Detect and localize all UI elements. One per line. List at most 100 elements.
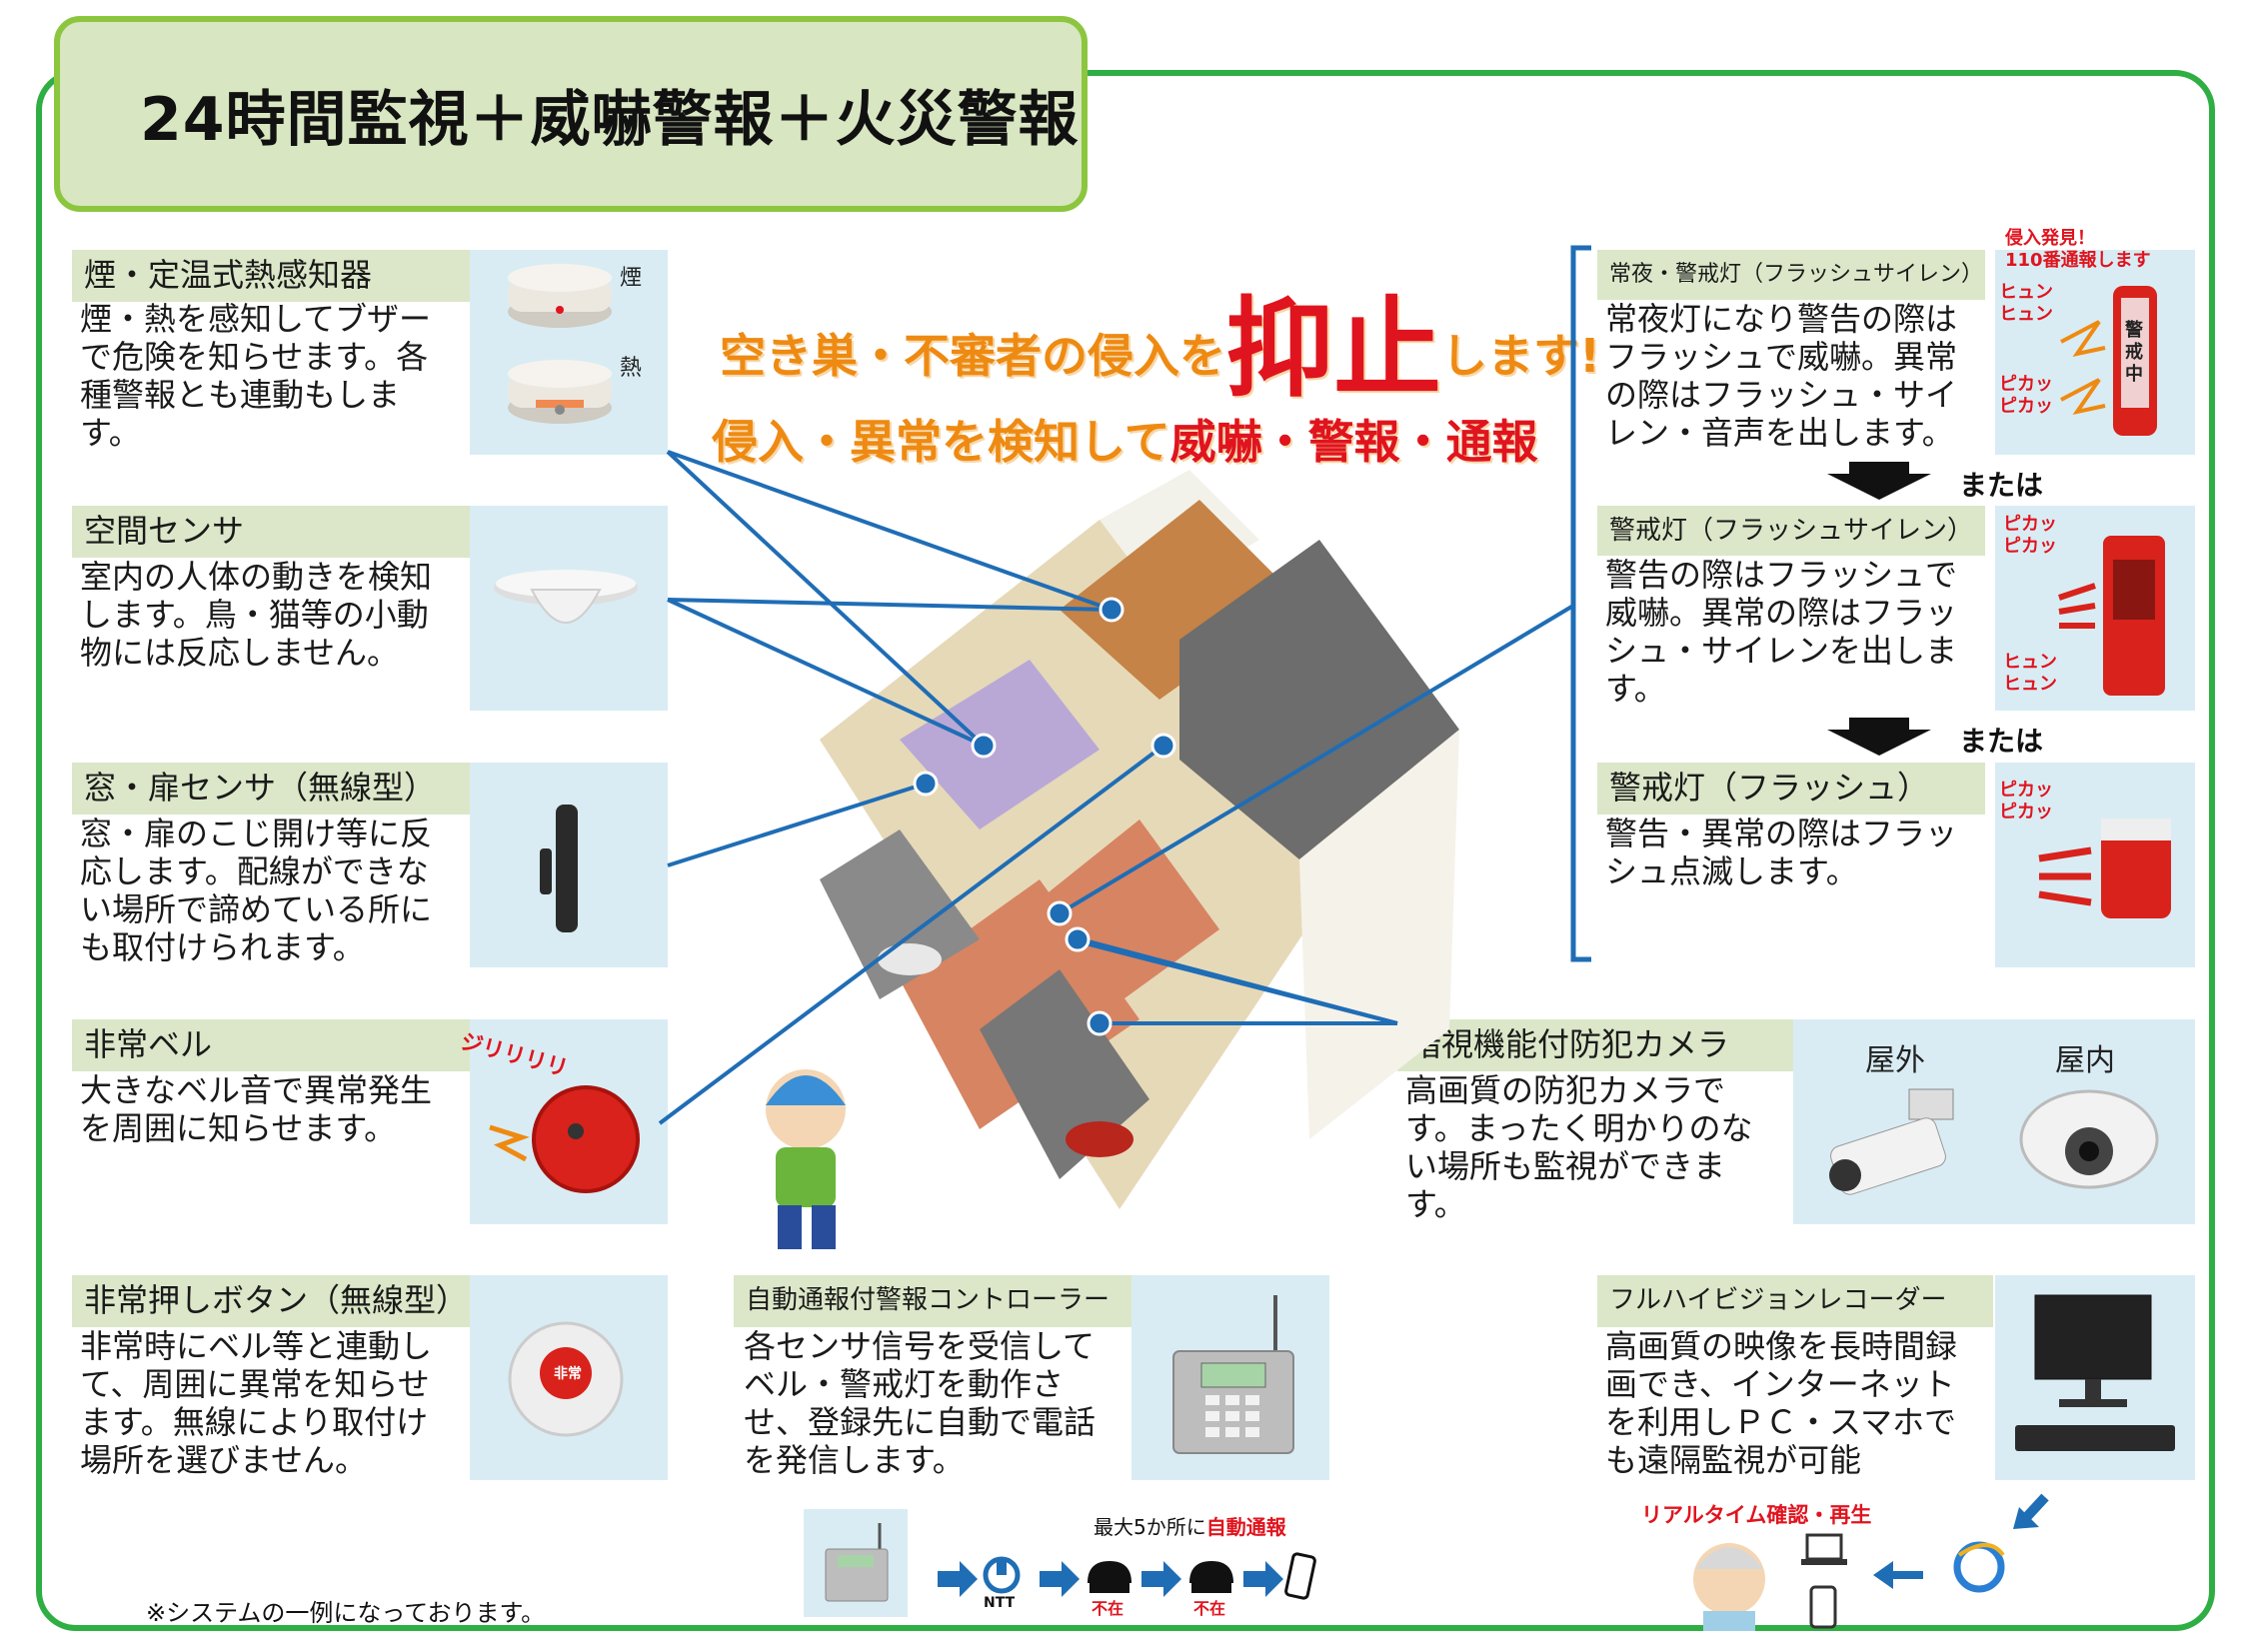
text-line: ます。無線により取付け <box>80 1403 429 1441</box>
flash-siren-sfx-b: ヒュン ヒュン <box>2003 652 2057 696</box>
text-line: 威嚇。異常の際はフラッ <box>1605 594 1958 632</box>
door-sensor-icon <box>540 805 578 932</box>
notify-caption-pre: 最大5か所に <box>1094 1515 1206 1539</box>
flash-light-label: 警戒灯（フラッシュ） <box>1597 763 1985 815</box>
night-light-label: 常夜・警戒灯（フラッシュサイレン） <box>1597 250 1985 300</box>
text-line: 窓・扉のこじ開け等に反 <box>80 815 433 852</box>
tagline-deter-post: します! <box>1441 329 1600 383</box>
text-line: 警告の際はフラッシュで <box>1605 556 1958 594</box>
text-line: シュ点滅します。 <box>1605 852 1858 890</box>
sfx-line: ピカッ <box>1999 802 2053 823</box>
flash-siren-image <box>1995 506 2195 711</box>
text-line: す。まったく明かりのな <box>1405 1109 1753 1147</box>
emergency-bell-text: 大きなベル音で異常発生 を周囲に知らせます。 <box>80 1071 520 1147</box>
heat-tag: 熱 <box>620 356 643 381</box>
text-line: す。 <box>80 414 141 452</box>
text-line: 各センサ信号を受信して <box>744 1327 1096 1365</box>
text-line: 物には反応しません。 <box>80 634 400 672</box>
absent-label-2: 不在 <box>1193 1599 1226 1618</box>
flash-siren-label: 警戒灯（フラッシュサイレン） <box>1597 506 1985 556</box>
footnote: ※システムの一例になっております。 <box>146 1599 546 1627</box>
tagline-detect: 侵入・異常を検知して威嚇・警報・通報 <box>712 406 1538 472</box>
window-sensor-label: 窓・扉センサ（無線型） <box>72 763 508 815</box>
space-sensor-label: 空間センサ <box>72 506 508 558</box>
panic-button-image: 非常 <box>470 1275 668 1480</box>
text-line: を周囲に知らせます。 <box>80 1109 397 1147</box>
camera-text: 高画質の防犯カメラで す。まったく明かりのな い場所も監視ができま す。 <box>1405 1071 1805 1223</box>
or-label-2: または <box>1959 725 2044 758</box>
text-line: ベル・警戒灯を動作さ <box>744 1365 1065 1403</box>
warning-light-tube-icon <box>2060 286 2157 436</box>
panic-button-text: 非常時にベル等と連動し て、周囲に異常を知らせ ます。無線により取付け 場所を選… <box>80 1327 520 1479</box>
security-camera-icon <box>1829 1088 2159 1195</box>
text-line: す。 <box>1605 670 1666 708</box>
tagline-deter: 空き巣・不審者の侵入を抑止します! <box>720 262 1600 418</box>
flash-light-sfx: ピカッ ピカッ <box>1999 780 2053 824</box>
smoke-detector-icon <box>508 264 612 424</box>
tagline-deter-pre: 空き巣・不審者の侵入を <box>720 329 1225 383</box>
emergency-bell-label: 非常ベル <box>72 1019 508 1071</box>
text-line: 高画質の防犯カメラで <box>1405 1071 1726 1109</box>
text-line: 警告・異常の際はフラッ <box>1605 815 1958 852</box>
night-light-sfx-top: 侵入発見！ 110番通報します <box>2005 228 2151 272</box>
emergency-bell-image: ジリリリリ <box>458 1019 668 1224</box>
tagline-detect-pre: 侵入・異常を検知して <box>712 415 1170 469</box>
siren-light-icon <box>2058 536 2165 696</box>
tagline-deter-big: 抑止 <box>1225 287 1442 412</box>
sfx-line: ピカッ <box>1999 780 2053 801</box>
space-sensor-text: 室内の人体の動きを検知 します。鳥・猫等の小動 物には反応しません。 <box>80 558 520 672</box>
text-line: 種警報とも連動もしま <box>80 376 401 414</box>
text-line: を発信します。 <box>744 1441 965 1479</box>
controller-small-icon <box>825 1523 889 1602</box>
text-line: い場所で諦めている所に <box>80 890 433 928</box>
controller-icon <box>1172 1295 1294 1454</box>
sfx-line: 侵入発見！ <box>2005 228 2095 249</box>
realtime-label: リアルタイム確認・再生 <box>1641 1503 1872 1527</box>
text-line: 大きなベル音で異常発生 <box>80 1071 433 1109</box>
text-line: も遠隔監視が可能 <box>1605 1441 1862 1479</box>
panic-button-label: 非常押しボタン（無線型） <box>72 1275 508 1327</box>
controller-label: 自動通報付警報コントローラー <box>734 1275 1131 1327</box>
page-title: 24時間監視＋威嚇警報＋火災警報 <box>140 84 1080 155</box>
window-sensor-text: 窓・扉のこじ開け等に反 応します。配線ができな い場所で諦めている所に も取付け… <box>80 815 520 966</box>
notify-controller-image <box>804 1509 908 1617</box>
text-line: せ、登録先に自動で電話 <box>744 1403 1097 1441</box>
panic-button-device-text: 非常 <box>554 1366 582 1382</box>
sfx-line: 110番通報します <box>2005 250 2151 271</box>
controller-text: 各センサ信号を受信して ベル・警戒灯を動作さ せ、登録先に自動で電話 を発信しま… <box>744 1327 1143 1479</box>
title-banner: 24時間監視＋威嚇警報＋火災警報 <box>54 16 1088 212</box>
sfx-line: ヒュン <box>2003 652 2057 673</box>
text-line: 常夜灯になり警告の際は <box>1605 300 1958 338</box>
smoke-detector-text: 煙・熱を感知してブザー で危険を知らせます。各 種警報とも連動もしま す。 <box>80 300 520 452</box>
sfx-line: ピカッ <box>1999 374 2053 395</box>
text-line: も取付けられます。 <box>80 928 365 966</box>
flash-siren-sfx-a: ピカッ ピカッ <box>2003 514 2057 558</box>
smoke-tag: 煙 <box>620 266 643 291</box>
sfx-line: ヒュン <box>1999 282 2053 303</box>
sfx-line: ピカッ <box>2003 536 2057 557</box>
flash-light-text: 警告・異常の際はフラッ シュ点滅します。 <box>1605 815 2005 890</box>
window-sensor-image <box>470 763 668 967</box>
camera-label: 暗視機能付防犯カメラ <box>1397 1019 1793 1071</box>
tagline-detect-red: 威嚇・警報・通報 <box>1169 415 1538 469</box>
text-line: 煙・熱を感知してブザー <box>80 300 432 338</box>
text-line: を利用しＰＣ・スマホで <box>1605 1403 1957 1441</box>
night-light-text: 常夜灯になり警告の際は フラッシュで威嚇。異常 の際はフラッシュ・サイ レン・音… <box>1605 300 2005 452</box>
smoke-detector-label: 煙・定温式熱感知器 <box>72 250 508 302</box>
bell-icon <box>489 1085 640 1193</box>
text-line: します。鳥・猫等の小動 <box>80 596 429 634</box>
camera-indoor-label: 屋内 <box>2055 1043 2115 1078</box>
notify-caption-red: 自動通報 <box>1205 1515 1286 1539</box>
text-line: の際はフラッシュ・サイ <box>1605 376 1958 414</box>
text-line: す。 <box>1405 1185 1466 1223</box>
text-line: 画でき、インターネット <box>1605 1365 1955 1403</box>
text-line: 応します。配線ができな <box>80 852 429 890</box>
space-sensor-image <box>470 506 668 711</box>
content-frame <box>36 70 2215 1631</box>
text-line: で危険を知らせます。各 <box>80 338 429 376</box>
motion-sensor-icon <box>494 570 638 624</box>
text-line: 場所を選びません。 <box>80 1441 368 1479</box>
text-line: 高画質の映像を長時間録 <box>1605 1327 1958 1365</box>
smoke-detector-image: 煙 熱 <box>470 250 668 455</box>
recorder-image <box>1995 1275 2195 1480</box>
